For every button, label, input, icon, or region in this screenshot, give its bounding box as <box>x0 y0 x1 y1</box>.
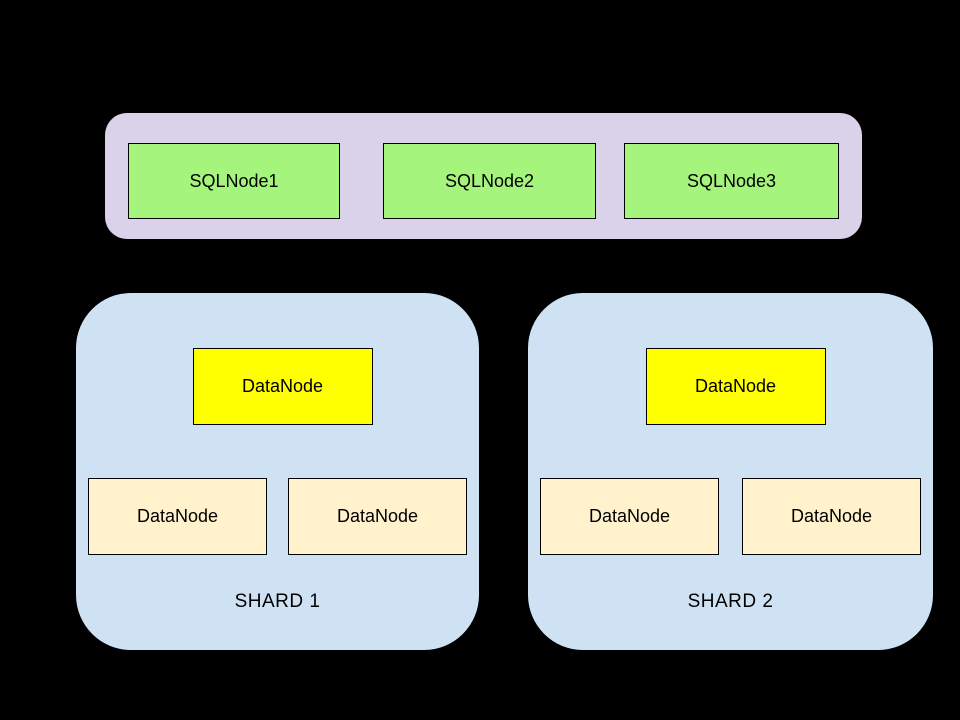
shard-1-replica-datanode-box-2: DataNode <box>288 478 467 555</box>
shard-2-replica-datanode-box-2: DataNode <box>742 478 921 555</box>
shard-2-replica-row: DataNode DataNode <box>540 478 921 555</box>
shard-1-replica-datanode-label-2: DataNode <box>336 506 419 526</box>
shard-1-label-area: SHARD 1 <box>76 553 479 650</box>
shard-2-replica-datanode-label-1: DataNode <box>588 506 671 526</box>
shard-1-group: DataNode DataNode DataNode SHARD 1 <box>76 293 479 650</box>
shard-2-replica-datanode-box-1: DataNode <box>540 478 719 555</box>
sql-node-label-3: SQLNode3 <box>686 170 777 191</box>
shard-1-replica-datanode-label-1: DataNode <box>136 506 219 526</box>
sql-node-label-1: SQLNode1 <box>189 170 279 191</box>
sql-node-box-3: SQLNode3 <box>624 143 839 219</box>
sql-node-box-1: SQLNode1 <box>128 143 340 219</box>
sql-node-label-2: SQLNode2 <box>444 170 535 191</box>
shard-2-label: SHARD 2 <box>687 590 774 612</box>
shard-2-primary-datanode-box: DataNode <box>645 348 826 425</box>
shard-1-replica-datanode-box-1: DataNode <box>88 478 267 555</box>
shard-1-primary-datanode-box: DataNode <box>192 348 373 425</box>
sql-tier-group: SQLNode1 SQLNode2 SQLNode3 <box>105 113 862 239</box>
shard-2-primary-datanode-label: DataNode <box>694 376 777 396</box>
shard-1-label: SHARD 1 <box>234 590 321 612</box>
shard-2-group: DataNode DataNode DataNode SHARD 2 <box>528 293 933 650</box>
shard-1-primary-datanode-label: DataNode <box>241 376 324 396</box>
shard-2-label-area: SHARD 2 <box>528 553 933 650</box>
shard-2-replica-datanode-label-2: DataNode <box>790 506 873 526</box>
sql-node-box-2: SQLNode2 <box>383 143 596 219</box>
shard-1-replica-row: DataNode DataNode <box>88 478 467 555</box>
